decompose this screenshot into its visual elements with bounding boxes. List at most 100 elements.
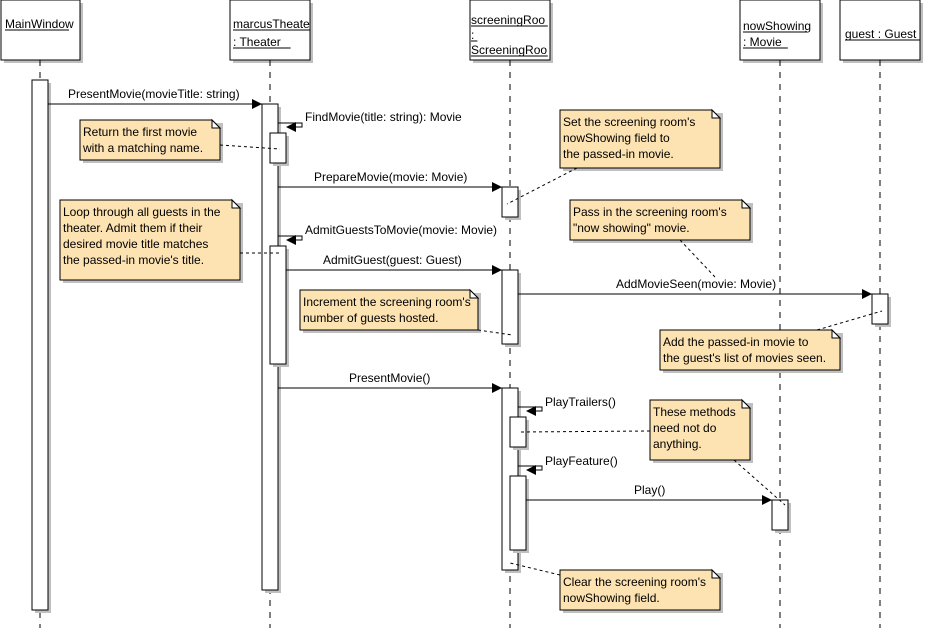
message-m3[interactable]: PrepareMovie(movie: Movie) (278, 170, 502, 192)
note-text-line: the passed-in movie. (563, 147, 674, 161)
note-text-line: the passed-in movie's title. (63, 253, 204, 267)
lifeline-name-line: : Theater (233, 35, 281, 49)
lifeline-header[interactable] (469, 0, 551, 61)
note-body[interactable] (299, 289, 479, 331)
activation-bar-theater[interactable] (269, 132, 287, 164)
note-text-line: need not do (653, 421, 717, 435)
arrowhead-icon (492, 265, 502, 275)
message-label: FindMovie(title: string): Movie (305, 110, 462, 124)
note-anchor-line (509, 562, 561, 576)
note-text-line: Increment the screening room's (303, 295, 471, 309)
note-fold-corner-icon (711, 108, 722, 119)
arrowhead-icon (286, 235, 296, 245)
lifeline-header-text: screeningRoo:ScreeningRoo (471, 13, 548, 57)
activation-bar-theater[interactable] (269, 245, 287, 365)
lifeline-header-text: guest : Guest (845, 27, 920, 41)
note-body[interactable] (649, 399, 751, 461)
message-m10[interactable]: Play() (526, 483, 772, 505)
note-body[interactable] (569, 199, 751, 241)
note-fold-corner-icon (469, 288, 480, 299)
message-label: PrepareMovie(movie: Movie) (314, 170, 467, 184)
message-label: PlayFeature() (545, 454, 618, 468)
note-text-line: nowShowing field. (563, 591, 660, 605)
message-m4[interactable]: AdmitGuestsToMovie(movie: Movie) (278, 223, 497, 245)
note-fold-corner-icon (711, 568, 722, 579)
note-n1: Return the first movie with a matching na… (79, 118, 281, 163)
message-m8[interactable]: PlayTrailers() (518, 395, 616, 416)
note-body[interactable] (79, 119, 221, 161)
message-m1[interactable]: PresentMovie(movieTitle: string) (48, 87, 262, 109)
lifeline-header-text: nowShowing : Movie (743, 19, 811, 49)
activation-bar-guest[interactable] (871, 293, 889, 325)
note-fold-corner-icon (741, 398, 752, 409)
message-label: AdmitGuestsToMovie(movie: Movie) (305, 223, 497, 237)
activation-bar-movie[interactable] (771, 499, 789, 531)
note-body[interactable] (59, 199, 241, 281)
note-text-line: Add the passed-in movie to (663, 335, 809, 349)
message-label: AddMovieSeen(movie: Movie) (616, 277, 776, 291)
lifeline-header[interactable] (739, 0, 821, 61)
note-anchor-line (679, 239, 716, 278)
lifeline-header-text: marcusTheate : Theater (233, 17, 310, 49)
activation-bar-room[interactable] (501, 186, 519, 218)
note-anchor-line (506, 167, 578, 205)
note-text-line: theater. Admit them if their (63, 221, 202, 235)
arrowhead-icon (286, 122, 296, 132)
note-text-line: Pass in the screening room's (573, 205, 727, 219)
note-body[interactable] (559, 569, 721, 611)
note-text-line: Return the first movie (83, 125, 197, 139)
note-body[interactable] (659, 329, 841, 371)
note-anchor-line (733, 459, 786, 506)
message-m9[interactable]: PlayFeature() (518, 454, 618, 475)
message-m6[interactable]: AddMovieSeen(movie: Movie) (518, 277, 872, 299)
note-fold-corner-icon (741, 198, 752, 209)
lifeline-name-line: screeningRoo (471, 13, 545, 27)
lifeline-guest: guest : Guest (839, 0, 923, 628)
message-label: AdmitGuest(guest: Guest) (323, 253, 462, 267)
lifeline-name-line: marcusTheate (233, 17, 310, 31)
activation-bar-main[interactable] (31, 79, 49, 611)
note-text-line: desired movie title matches (63, 237, 208, 251)
message-label: PlayTrailers() (545, 395, 616, 409)
note-n3: Loop through all guests in the theater. A… (59, 198, 280, 283)
lifeline-name-line: : Movie (743, 35, 782, 49)
activation-bar-room[interactable] (501, 269, 519, 345)
message-m7[interactable]: PresentMovie() (278, 371, 502, 393)
activation-bar-room[interactable] (509, 416, 527, 448)
note-text-line: with a matching name. (82, 141, 203, 155)
note-text-line: number of guests hosted. (303, 311, 438, 325)
note-fold-corner-icon (231, 198, 242, 209)
note-anchor-line (519, 430, 651, 433)
note-text-line: Loop through all guests in the (63, 205, 221, 219)
lifeline-movie: nowShowing : Movie (739, 0, 823, 628)
arrowhead-icon (762, 495, 772, 505)
message-label: PresentMovie(movieTitle: string) (68, 87, 240, 101)
message-m2[interactable]: FindMovie(title: string): Movie (278, 110, 462, 132)
note-text-line: "now showing" movie. (573, 221, 690, 235)
lifeline-name-line: guest : Guest (845, 27, 917, 41)
message-label: PresentMovie() (349, 371, 430, 385)
arrowhead-icon (862, 289, 872, 299)
lifeline-name-line: ScreeningRoo (471, 43, 547, 57)
lifeline-name-line: : (471, 28, 474, 42)
arrowhead-icon (526, 465, 536, 475)
note-text-line: the guest's list of movies seen. (663, 351, 826, 365)
lifeline-header-text: MainWindow (5, 17, 74, 31)
note-fold-corner-icon (831, 328, 842, 339)
note-text-line: anything. (653, 437, 702, 451)
note-fold-corner-icon (211, 118, 222, 129)
message-m5[interactable]: AdmitGuest(guest: Guest) (286, 253, 502, 275)
arrowhead-icon (526, 406, 536, 416)
arrowhead-icon (252, 99, 262, 109)
lifeline-name-line: nowShowing (743, 19, 811, 33)
note-anchor-line (816, 310, 883, 331)
note-anchor-line (219, 144, 281, 150)
note-body[interactable] (559, 109, 721, 169)
activation-bar-room[interactable] (509, 475, 527, 551)
note-text-line: Set the screening room's (563, 115, 695, 129)
arrowhead-icon (492, 383, 502, 393)
